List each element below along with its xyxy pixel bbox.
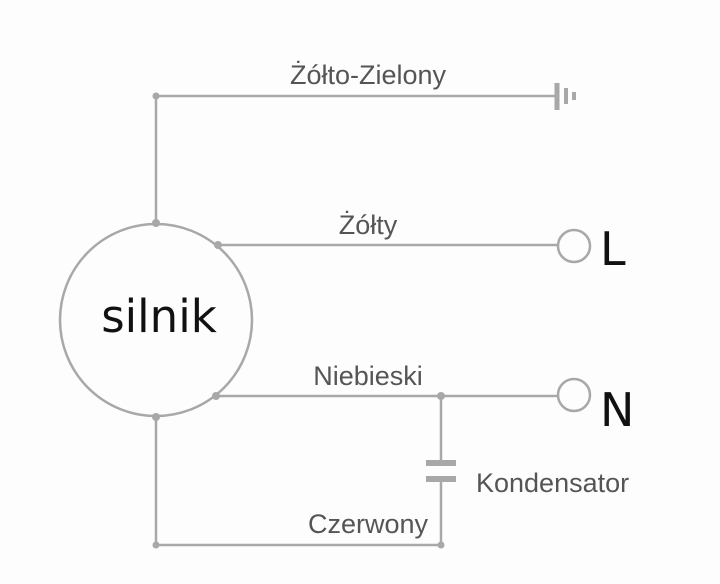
return-wire-label: Czerwony (308, 509, 429, 539)
ground-wire-label: Żółto-Zielony (290, 59, 447, 90)
capacitor-icon (426, 460, 456, 482)
neutral-terminal-circle (556, 377, 592, 413)
motor-top-node (152, 219, 160, 227)
ground-corner-node (152, 92, 160, 100)
capacitor-label: Kondensator (476, 468, 629, 498)
line-terminal-circle (556, 228, 592, 264)
motor-bottom-node (152, 413, 160, 421)
motor-label: silnik (101, 290, 217, 343)
ground-wire (154, 94, 556, 223)
ground-icon (554, 83, 576, 110)
neutral-wire-label: Niebieski (313, 361, 423, 391)
return-corner-node (152, 541, 160, 549)
line-wire-label: Żółty (339, 209, 398, 240)
capacitor-bottom-node (437, 541, 445, 549)
line-node (214, 241, 222, 249)
line-terminal-label: L (600, 222, 626, 276)
neutral-node (212, 392, 220, 400)
neutral-terminal-label: N (600, 383, 634, 437)
